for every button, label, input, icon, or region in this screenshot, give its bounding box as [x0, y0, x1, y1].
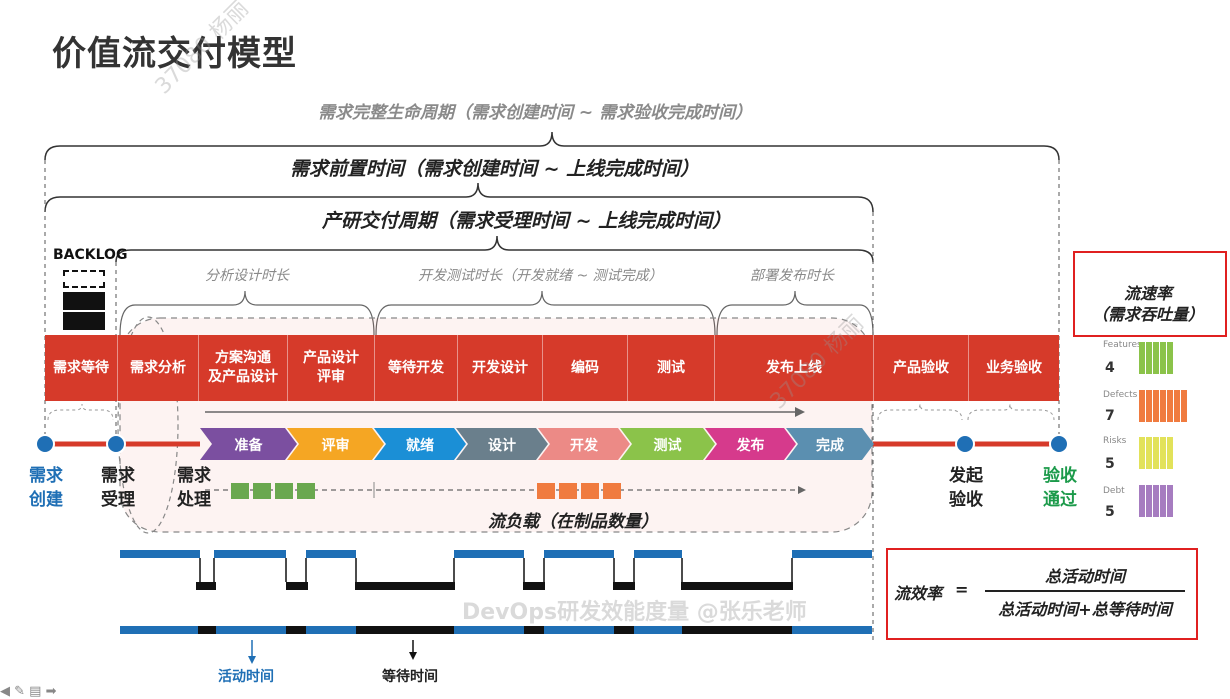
legend-risks-bars: [1139, 437, 1174, 469]
legend-risks-name: Risks: [1103, 436, 1127, 446]
legend-features-bars: [1139, 342, 1174, 374]
flow-efficiency-equals: =: [955, 580, 969, 599]
node-accepted: [106, 434, 126, 454]
node-initiate-label: 发起 验收: [949, 466, 983, 510]
legend-active-time: 活动时间: [218, 669, 274, 685]
stage-solution-design: 方案沟通 及产品设计: [208, 350, 278, 385]
wip-square-green: [253, 483, 271, 499]
devtest-brace: [375, 290, 716, 336]
analysis-brace: [119, 290, 375, 336]
node-accepted-label: 需求 受理: [101, 466, 135, 510]
analysis-duration-label: 分析设计时长: [205, 268, 289, 284]
node-created-label: 需求 创建: [29, 466, 63, 510]
backlog-item: [63, 312, 105, 330]
legend-debt-name: Debt: [1103, 486, 1125, 496]
stage-product-acceptance: 产品验收: [893, 359, 949, 376]
wip-square-green: [231, 483, 249, 499]
watermark: DevOps研发效能度量 @张乐老师: [462, 600, 807, 625]
stage-business-acceptance: 业务验收: [986, 359, 1042, 376]
devtest-duration-label: 开发测试时长（开发就绪 ~ 测试完成）: [418, 268, 663, 284]
legend-features-name: Features: [1103, 340, 1142, 350]
flow-rate-box: [1073, 251, 1227, 337]
chevron-design-label: 设计: [488, 438, 516, 454]
wip-square-green: [275, 483, 293, 499]
backlog-label: BACKLOG: [53, 247, 128, 263]
backlog-item: [63, 292, 105, 310]
wip-label: 流负载（在制品数量）: [488, 512, 658, 532]
backlog-item-empty: [63, 270, 105, 288]
page-title: 价值流交付模型: [52, 34, 297, 74]
chevron-test: [620, 428, 715, 460]
leadtime-brace: [44, 182, 874, 213]
chevron-done-label: 完成: [816, 438, 844, 454]
flow-rate-title: 流速率 （需求吞吐量）: [1091, 284, 1204, 324]
node-processing-label: 需求 处理: [177, 466, 211, 510]
deploy-duration-label: 部署发布时长: [750, 268, 834, 284]
chevron-ready: [374, 428, 466, 460]
stage-testing: 测试: [657, 359, 685, 376]
slide-toolbar[interactable]: ◀ ✎ ▤ ➡: [0, 684, 57, 699]
chevron-release: [705, 428, 796, 460]
wip-square-orange: [559, 483, 577, 499]
chevron-review-label: 评审: [321, 438, 350, 454]
wip-square-orange: [603, 483, 621, 499]
legend-defects-name: Defects: [1103, 390, 1138, 400]
legend-debt-value: 5: [1105, 504, 1115, 520]
leadtime-label: 需求前置时间（需求创建时间 ~ 上线完成时间）: [290, 158, 700, 180]
chevron-release-label: 发布: [736, 438, 765, 454]
stage-requirement-waiting: 需求等待: [53, 359, 109, 376]
stage-requirement-analysis: 需求分析: [130, 359, 186, 376]
cycle-brace: [115, 235, 874, 263]
legend-risks-value: 5: [1105, 456, 1115, 472]
stage-design-review: 产品设计 评审: [303, 350, 359, 385]
chevron-develop: [538, 428, 630, 460]
wip-square-orange: [581, 483, 599, 499]
wip-square-orange: [537, 483, 555, 499]
legend-features-value: 4: [1105, 360, 1115, 376]
node-passed-label: 验收 通过: [1043, 466, 1077, 510]
chevron-prepare-label: 准备: [234, 438, 263, 454]
activity-wait-timeline: [120, 550, 872, 634]
legend-wait-time: 等待时间: [382, 669, 438, 685]
chevron-design: [456, 428, 548, 460]
chevron-review: [287, 428, 384, 460]
fraction-line: [985, 590, 1185, 592]
stage-dev-design: 开发设计: [472, 359, 528, 376]
deploy-brace: [716, 290, 874, 336]
chevron-develop-label: 开发: [570, 438, 598, 454]
chevron-prepare: [200, 428, 297, 460]
legend-defects-bars: [1139, 390, 1188, 422]
stage-coding: 编码: [571, 359, 599, 376]
flow-efficiency-denominator: 总活动时间+总等待时间: [998, 600, 1172, 619]
legend-defects-value: 7: [1105, 408, 1115, 424]
node-created: [35, 434, 55, 454]
flow-efficiency-box: [886, 548, 1198, 640]
cycletime-label: 产研交付周期（需求受理时间 ~ 上线完成时间）: [322, 210, 732, 232]
wip-square-green: [297, 483, 315, 499]
stage-release: 发布上线: [766, 359, 822, 376]
stage-waiting-dev: 等待开发: [388, 359, 444, 376]
chevron-test-label: 测试: [653, 438, 682, 454]
chevron-done: [786, 428, 874, 460]
legend-debt-bars: [1139, 485, 1174, 517]
lifecycle-label: 需求完整生命周期（需求创建时间 ~ 需求验收完成时间）: [318, 103, 753, 123]
stage-band: [45, 335, 1059, 401]
node-initiate: [955, 434, 975, 454]
flow-efficiency-label: 流效率: [894, 584, 943, 603]
node-passed: [1049, 434, 1069, 454]
lifecycle-brace: [44, 131, 1060, 161]
chevron-ready-label: 就绪: [406, 438, 434, 454]
flow-efficiency-numerator: 总活动时间: [1044, 567, 1125, 586]
